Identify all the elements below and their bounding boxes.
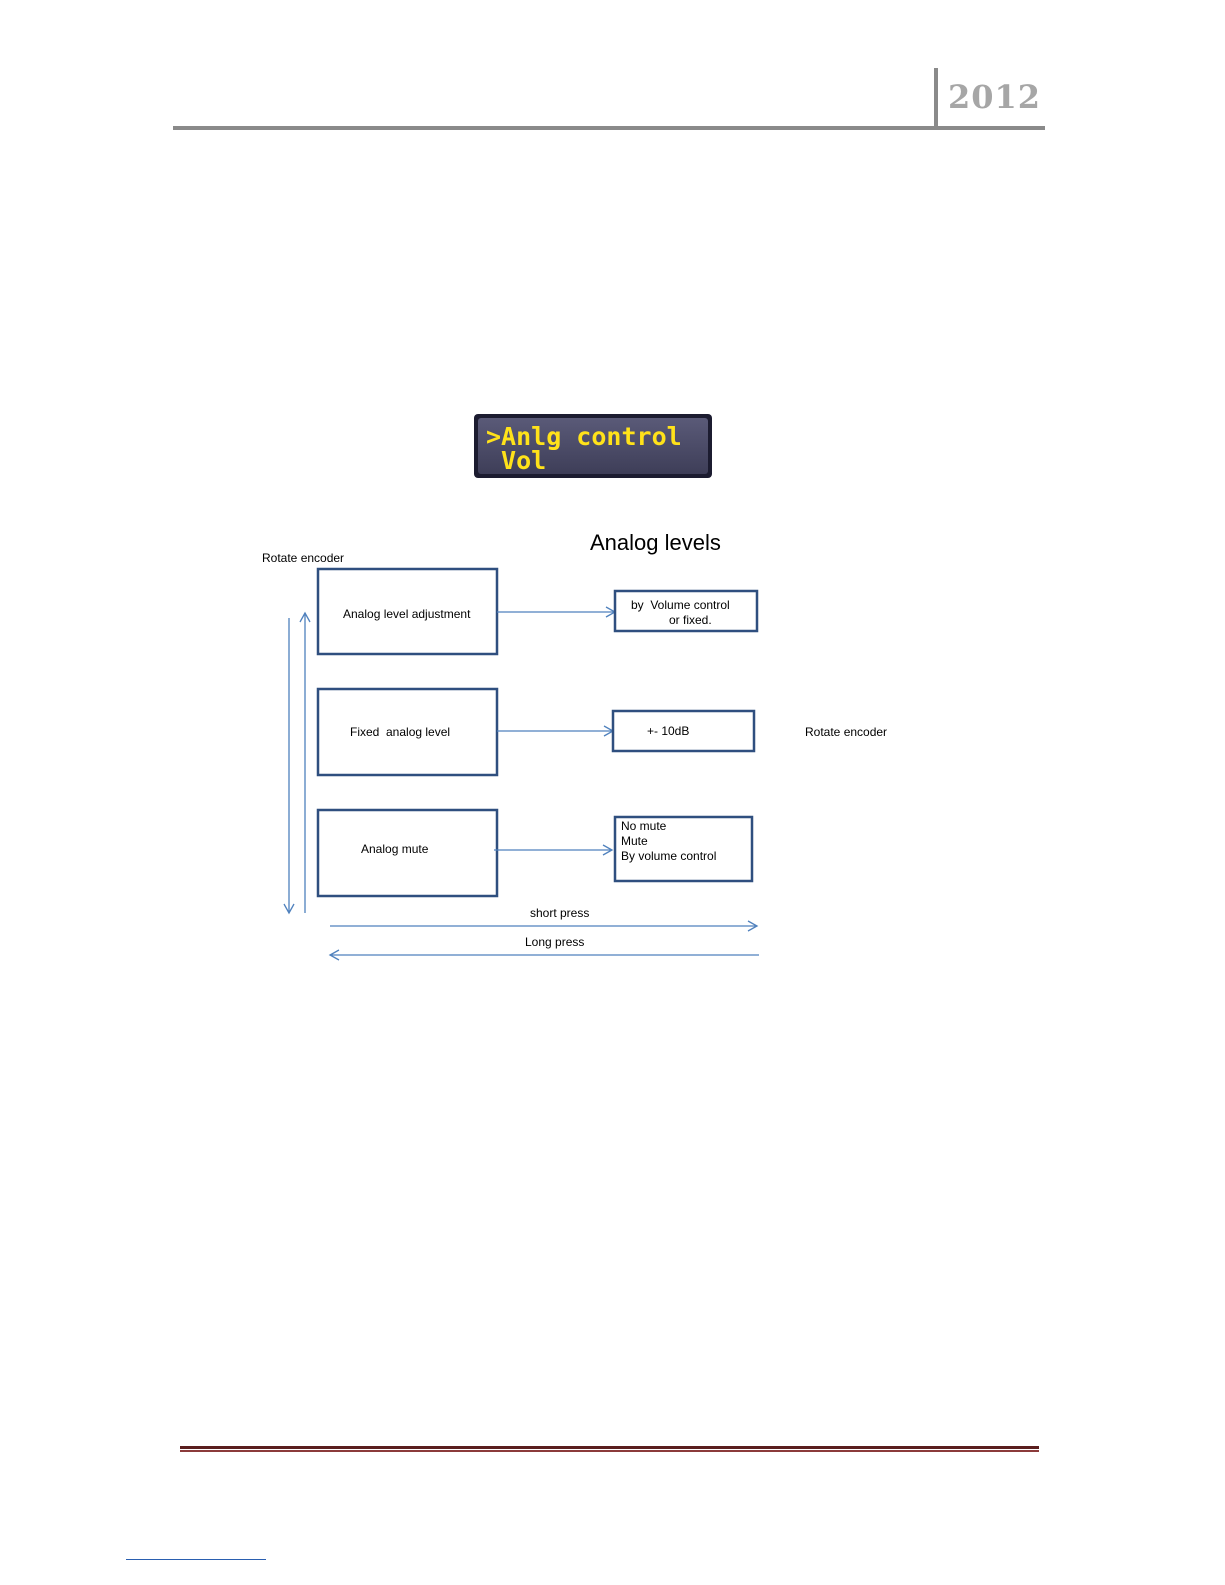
menu-label-analog-level-adjustment: Analog level adjustment bbox=[343, 607, 471, 621]
rotate-encoder-label-right: Rotate encoder bbox=[805, 725, 887, 739]
footer-rule-accent bbox=[180, 1450, 1039, 1452]
option-label-by-volume: By volume control bbox=[621, 849, 716, 863]
option-label-or-fixed: or fixed. bbox=[669, 613, 712, 627]
footer-link-underline bbox=[126, 1559, 266, 1560]
short-press-label: short press bbox=[530, 906, 589, 920]
diagram-title: Analog levels bbox=[590, 530, 721, 555]
option-label-no-mute: No mute bbox=[621, 819, 667, 833]
footer-rule bbox=[180, 1446, 1039, 1449]
rotate-encoder-label-left: Rotate encoder bbox=[262, 551, 344, 565]
menu-label-fixed-analog-level: Fixed analog level bbox=[350, 725, 450, 739]
long-press-label: Long press bbox=[525, 935, 584, 949]
option-label-level: +- 10dB bbox=[647, 724, 689, 738]
menu-label-analog-mute: Analog mute bbox=[361, 842, 429, 856]
option-label-mute: Mute bbox=[621, 834, 648, 848]
option-label-by-volume-control: by Volume control bbox=[631, 598, 730, 612]
